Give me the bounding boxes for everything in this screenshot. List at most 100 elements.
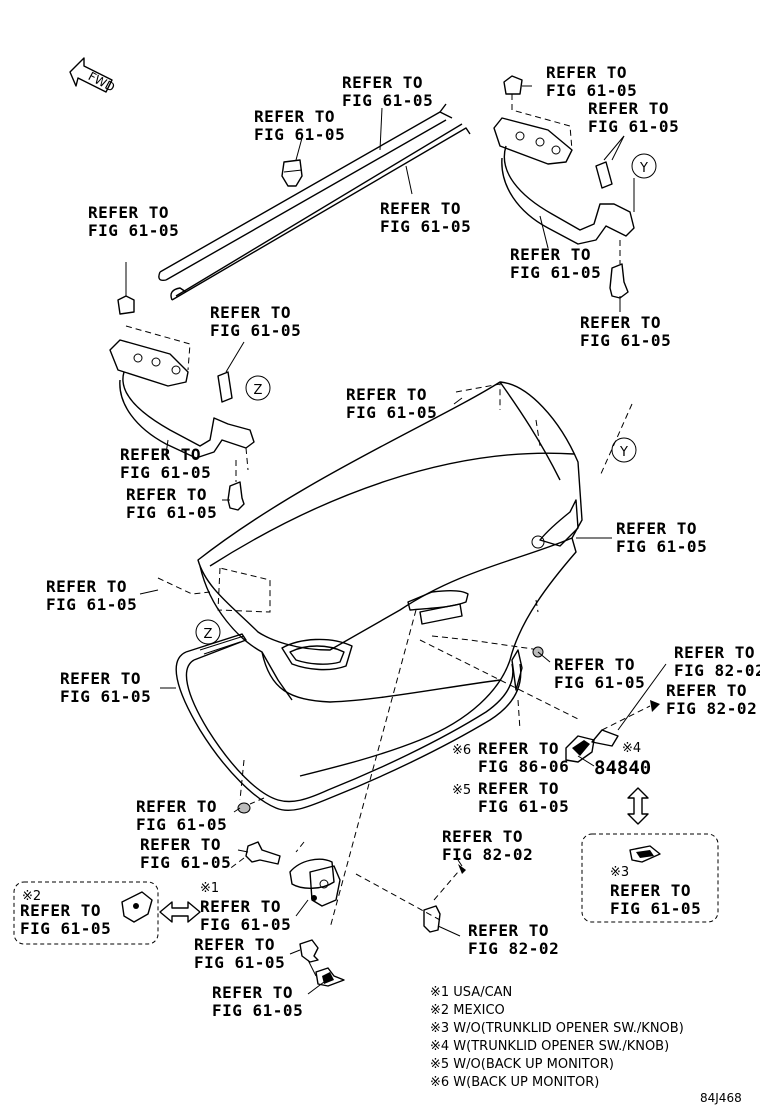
ref-label-switch-wire-1: REFER TO — [674, 643, 755, 662]
ref-fig-clip: FIG 61-05 — [254, 125, 345, 144]
double-arrow-vertical-icon — [627, 787, 649, 825]
ref-label-striker-bolt: REFER TO — [194, 935, 275, 954]
ref-fig-weatherstrip: FIG 61-05 — [60, 687, 151, 706]
striker-assembly — [299, 939, 345, 987]
cond-mark-1: ※1 — [200, 881, 219, 896]
ref-label-clip: REFER TO — [254, 107, 335, 126]
legend-item-3: ※3 W/O(TRUNKLID OPENER SW./KNOB) — [430, 1021, 684, 1036]
ref-fig-cable-end: FIG 82-02 — [468, 939, 559, 958]
camera-lock-assembly — [289, 858, 341, 907]
ref-fig-grommet: FIG 61-05 — [136, 815, 227, 834]
ref-label-right-hinge: REFER TO — [510, 245, 591, 264]
ref-label-lid-left-plug: REFER TO — [46, 577, 127, 596]
legend-item-5: ※5 W/O(BACK UP MONITOR) — [430, 1057, 614, 1072]
double-arrow-horizontal-icon — [159, 901, 201, 923]
ref-fig-cable: FIG 82-02 — [442, 845, 533, 864]
bolt-center — [245, 841, 281, 865]
legend-item-1: ※1 USA/CAN — [430, 985, 512, 1000]
ref-label-camera: REFER TO — [478, 739, 559, 758]
marker-z-hinge: Z — [245, 375, 271, 401]
release-cable — [423, 864, 466, 933]
ref-label-left-nut: REFER TO — [88, 203, 169, 222]
ref-label-lock-usa: REFER TO — [200, 897, 281, 916]
knob-variant-box — [581, 833, 719, 923]
ref-label-garnish: REFER TO — [478, 779, 559, 798]
ref-fig-lock-mexico: FIG 61-05 — [20, 919, 111, 938]
ref-fig-right-hinge-bolt: FIG 61-05 — [588, 117, 679, 136]
ref-label-lock-mexico: REFER TO — [20, 901, 101, 920]
ref-label-grommet: REFER TO — [136, 797, 217, 816]
ref-label-knob: REFER TO — [610, 881, 691, 900]
ref-label-striker: REFER TO — [212, 983, 293, 1002]
ref-fig-left-lower-bolt: FIG 61-05 — [126, 503, 217, 522]
cond-mark-6: ※6 — [452, 743, 471, 758]
ref-fig-lid-left-plug: FIG 61-05 — [46, 595, 137, 614]
ref-fig-switch-wire-1: FIG 82-02 — [674, 661, 760, 680]
svg-text:Z: Z — [204, 627, 213, 642]
fwd-label: FWD — [86, 69, 117, 95]
bar-clip — [281, 159, 303, 187]
ref-fig-knob: FIG 61-05 — [610, 899, 701, 918]
ref-fig-lid-right: FIG 61-05 — [616, 537, 707, 556]
svg-text:Z: Z — [254, 383, 263, 398]
cond-mark-2: ※2 — [22, 889, 41, 904]
ref-label-cable: REFER TO — [442, 827, 523, 846]
right-hinge — [493, 75, 635, 299]
ref-fig-striker: FIG 61-05 — [212, 1001, 303, 1020]
ref-fig-right-hinge: FIG 61-05 — [510, 263, 601, 282]
ref-fig-lock-bolt: FIG 61-05 — [140, 853, 231, 872]
ref-label-left-hinge: REFER TO — [120, 445, 201, 464]
ref-fig-left-hinge-bolt: FIG 61-05 — [210, 321, 301, 340]
cond-mark-5: ※5 — [452, 783, 471, 798]
mexico-lock-box — [13, 881, 159, 945]
ref-fig-striker-bolt: FIG 61-05 — [194, 953, 285, 972]
marker-y-top: Y — [631, 153, 657, 179]
ref-label-right-hinge-bolt: REFER TO — [588, 99, 669, 118]
trunk-lid-panel — [157, 381, 633, 777]
ref-label-torsion-bar-1: REFER TO — [342, 73, 423, 92]
ref-fig-right-lower-bolt: FIG 61-05 — [580, 331, 671, 350]
ref-label-lid-right-plug: REFER TO — [554, 655, 635, 674]
cond-mark-3: ※3 — [610, 865, 629, 880]
legend-item-6: ※6 W(BACK UP MONITOR) — [430, 1075, 599, 1090]
ref-fig-lid-right-plug: FIG 61-05 — [554, 673, 645, 692]
fwd-arrow-icon: FWD — [69, 57, 117, 95]
grommet-left — [237, 802, 251, 814]
cond-mark-4: ※4 — [622, 741, 641, 756]
ref-fig-camera: FIG 86-06 — [478, 757, 569, 776]
ref-label-left-hinge-bolt: REFER TO — [210, 303, 291, 322]
ref-label-right-nut: REFER TO — [546, 63, 627, 82]
svg-text:Y: Y — [639, 161, 648, 176]
ref-fig-torsion-bar-1: FIG 61-05 — [342, 91, 433, 110]
left-hinge — [109, 262, 255, 511]
condition-legend: ※1 USA/CAN ※2 MEXICO ※3 W/O(TRUNKLID OPE… — [430, 985, 684, 1090]
ref-fig-left-nut: FIG 61-05 — [88, 221, 179, 240]
ref-fig-right-nut: FIG 61-05 — [546, 81, 637, 100]
ref-label-torsion-bar-2: REFER TO — [380, 199, 461, 218]
ref-label-lid-plug: REFER TO — [346, 385, 427, 404]
diagram-code: 84J468 — [700, 1091, 742, 1105]
marker-z-lid: Z — [195, 619, 221, 645]
legend-item-2: ※2 MEXICO — [430, 1003, 505, 1018]
marker-y-lid: Y — [611, 437, 637, 463]
ref-label-weatherstrip: REFER TO — [60, 669, 141, 688]
legend-item-4: ※4 W(TRUNKLID OPENER SW./KNOB) — [430, 1039, 669, 1054]
ref-label-lock-bolt: REFER TO — [140, 835, 221, 854]
ref-label-cable-end: REFER TO — [468, 921, 549, 940]
ref-fig-lock-usa: FIG 61-05 — [200, 915, 291, 934]
ref-label-lid-right: REFER TO — [616, 519, 697, 538]
weatherstrip — [175, 633, 522, 812]
opener-switch-84840 — [565, 663, 667, 767]
ref-fig-torsion-bar-2: FIG 61-05 — [380, 217, 471, 236]
svg-text:Y: Y — [619, 445, 628, 460]
ref-label-switch-wire-2: REFER TO — [666, 681, 747, 700]
ref-fig-left-hinge: FIG 61-05 — [120, 463, 211, 482]
ref-fig-switch-wire-2: FIG 82-02 — [666, 699, 757, 718]
ref-label-left-lower-bolt: REFER TO — [126, 485, 207, 504]
ref-fig-lid-plug: FIG 61-05 — [346, 403, 437, 422]
leader-lines — [139, 85, 625, 995]
torsion-bars — [158, 103, 471, 301]
ref-fig-garnish: FIG 61-05 — [478, 797, 569, 816]
